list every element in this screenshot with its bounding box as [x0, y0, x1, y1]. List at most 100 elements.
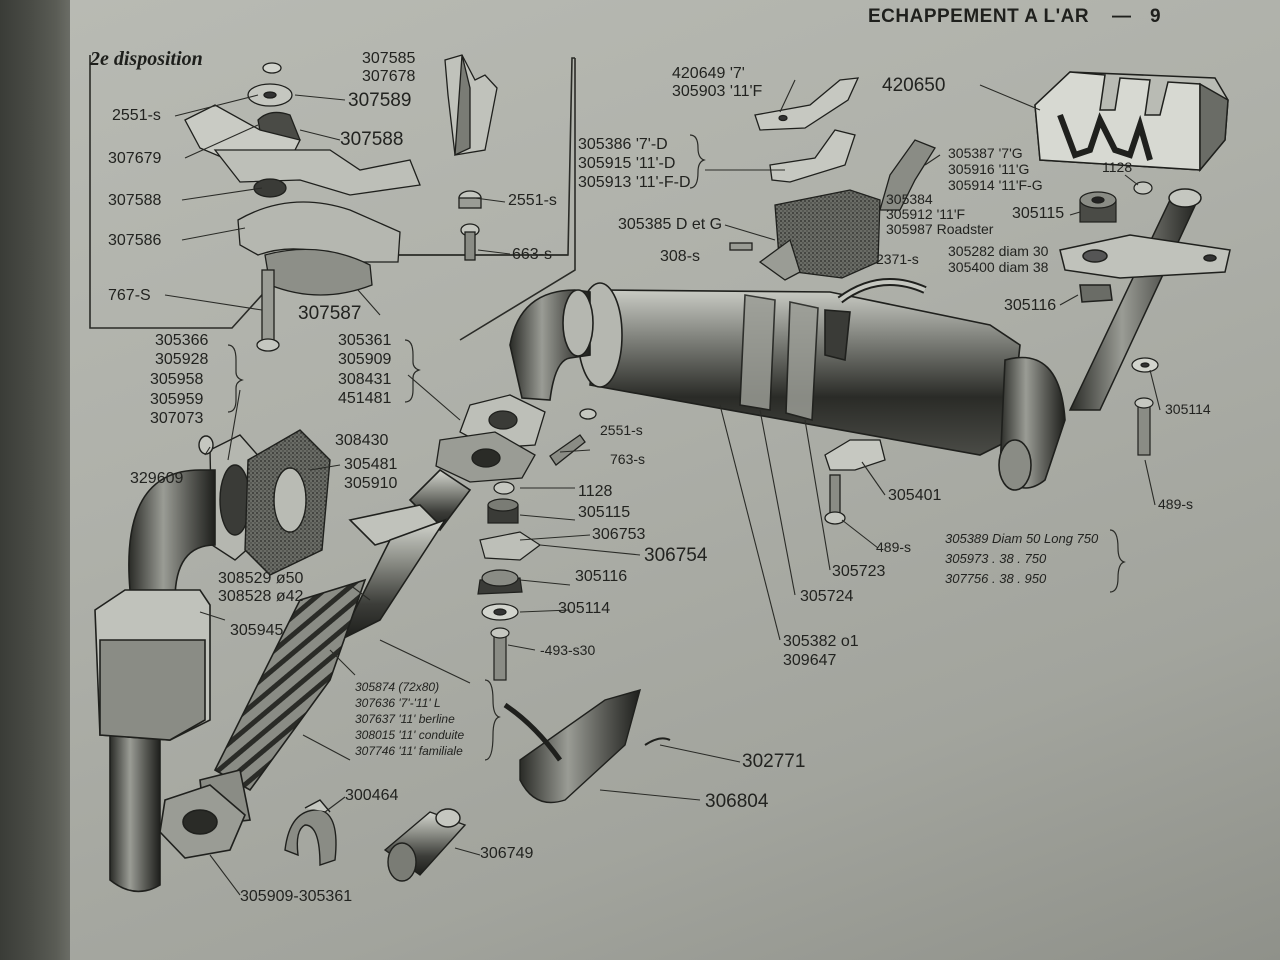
part-label: 2551-s: [508, 192, 557, 209]
part-label: 305910: [344, 475, 398, 492]
part-label: 305116: [1004, 297, 1057, 314]
stack-1128-305115: [479, 481, 542, 561]
part-label: 663-s: [512, 246, 553, 263]
part-label: 305723: [832, 563, 886, 580]
part-label: 305366: [155, 332, 209, 349]
muffler: [577, 278, 1066, 491]
bracket-420649: [754, 77, 860, 131]
elbow-pipe: [509, 289, 594, 401]
part-label: 489-s: [876, 539, 912, 555]
spacer-305115-top: [1079, 191, 1117, 223]
part-label: 308-s: [660, 248, 701, 265]
part-label: 305958: [150, 371, 204, 388]
inset-title: 2e disposition: [90, 48, 203, 70]
part-label: 305874 (72x80): [355, 680, 440, 694]
part-label: 305724: [800, 588, 854, 605]
part-label: 305928: [155, 351, 209, 368]
front-pipe: [159, 468, 472, 859]
part-label: 305973 . 38 . 750: [945, 551, 1047, 566]
flange-center: [435, 394, 597, 483]
part-label: 305114: [1165, 401, 1211, 417]
part-label: 305914 '11'F-G: [948, 177, 1043, 193]
part-label: 305282 diam 30: [948, 243, 1049, 259]
strap-305401: [824, 439, 886, 525]
part-label: 420649 '7': [672, 65, 745, 82]
nut-1128-top: [1133, 181, 1153, 195]
part-label: 307636 '7'-'11' L: [355, 696, 441, 710]
part-label: 308431: [338, 371, 392, 388]
part-label: 305912 '11'F: [886, 206, 966, 222]
part-label: 305903 '11'F: [672, 83, 763, 100]
page-header: ECHAPPEMENT A L'AR: [868, 6, 1090, 27]
inset-parts: [184, 54, 498, 352]
stack-305116-305114: [477, 569, 523, 681]
part-label: 2551-s: [600, 422, 643, 438]
part-label: 305361: [338, 332, 392, 349]
part-label: 489-s: [1158, 496, 1194, 512]
part-label: 2551-s: [112, 107, 161, 124]
inset-frame: [89, 55, 576, 341]
part-label: 308430: [335, 432, 389, 449]
part-label: 307637 '11' berline: [355, 712, 455, 726]
part-label: 307585: [362, 50, 416, 67]
part-label: 307756 . 38 . 950: [945, 571, 1047, 586]
part-label: 305945: [230, 622, 284, 639]
gasket-305384: [729, 189, 881, 281]
part-label: 305915 '11'-D: [578, 155, 676, 172]
part-label: 307589: [348, 90, 412, 111]
part-label: 306804: [705, 791, 769, 812]
part-label: 305115: [578, 504, 631, 521]
part-label: 305116: [575, 568, 628, 585]
part-label: 305401: [888, 487, 942, 504]
part-label: 305916 '11'G: [948, 161, 1030, 177]
part-label: 305481: [344, 456, 398, 473]
part-label: 1128: [1102, 159, 1133, 175]
part-label: 305909-305361: [240, 888, 353, 905]
tail-pipe: [1059, 188, 1231, 411]
part-label: 300464: [345, 787, 399, 804]
part-label: 308015 '11' conduite: [355, 728, 465, 742]
part-label: 306749: [480, 845, 534, 862]
part-label: 2371-s: [876, 251, 919, 267]
part-label: 307073: [150, 410, 204, 427]
clamp-300464: [284, 799, 337, 866]
part-label: 305387 '7'G: [948, 145, 1023, 161]
part-label: 307588: [340, 129, 404, 150]
part-label: 305389 Diam 50 Long 750: [945, 531, 1099, 546]
part-label: 329609: [130, 470, 184, 487]
part-label: 307586: [108, 232, 162, 249]
part-label: 309647: [783, 652, 837, 669]
part-label: 306753: [592, 526, 646, 543]
part-label: 767-S: [108, 287, 151, 304]
part-label: 305115: [1012, 205, 1065, 222]
book-binding: [0, 0, 70, 960]
rubber-block-420650: [1034, 71, 1229, 173]
part-label: 451481: [338, 390, 392, 407]
sleeve-306749: [383, 808, 467, 882]
down-pipe: [94, 469, 216, 893]
part-label: 302771: [742, 751, 806, 772]
part-label: 763-s: [610, 451, 646, 467]
part-label: 305913 '11'-F-D: [578, 174, 691, 191]
part-label: 305382 o1: [783, 633, 859, 650]
part-label: 420650: [882, 75, 946, 96]
part-label: 305114: [558, 600, 611, 617]
part-label: 307587: [298, 303, 362, 324]
part-label: 307588: [108, 192, 162, 209]
part-label: 306754: [644, 545, 708, 566]
part-label: -493-s30: [540, 642, 596, 658]
part-label: 1128: [578, 483, 613, 500]
part-label: 305386 '7'-D: [578, 136, 668, 153]
leader-lines: [164, 79, 1161, 896]
brace-marks: [227, 134, 1126, 761]
part-label: 305385 D et G: [618, 216, 723, 233]
part-label: 307746 '11' familiale: [355, 744, 463, 758]
heat-shield-306804: [503, 688, 671, 804]
header-dash: —: [1112, 6, 1132, 27]
part-label: 307679: [108, 150, 162, 167]
part-label: 305959: [150, 391, 204, 408]
manifold-flange: [198, 429, 331, 576]
part-label: 308529 ø50: [218, 570, 304, 587]
part-label: 305987 Roadster: [886, 221, 994, 237]
